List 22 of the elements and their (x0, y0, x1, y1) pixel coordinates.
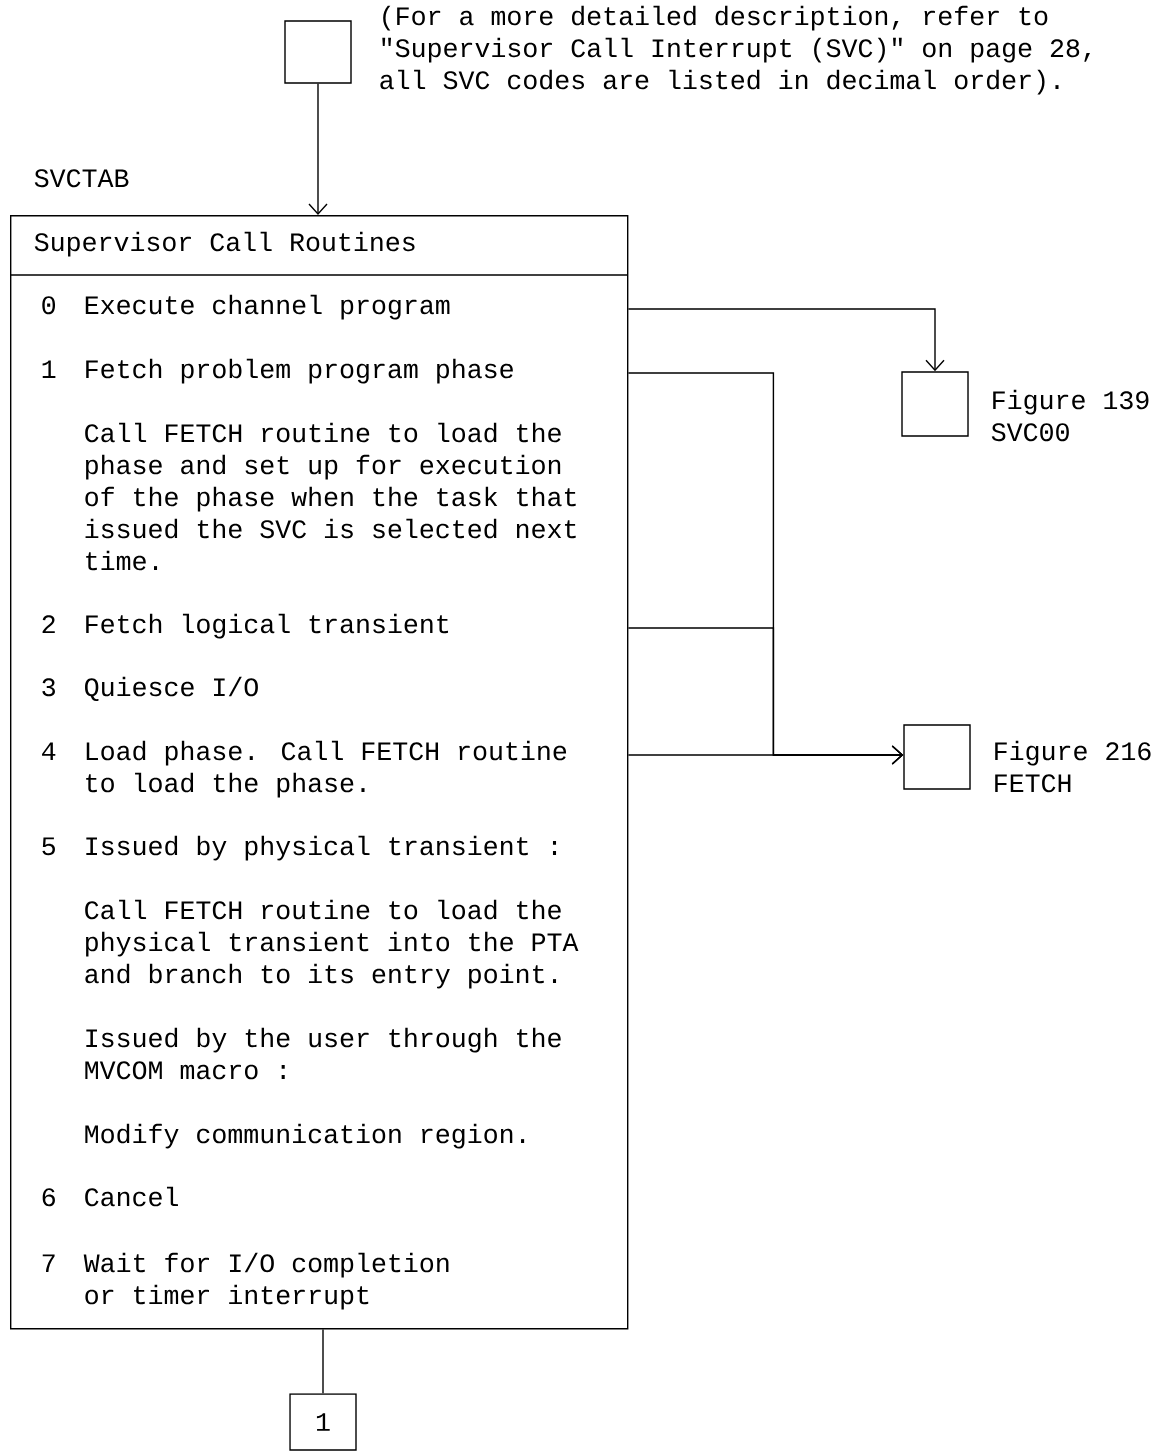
arrow (627, 308, 945, 372)
list-item: 0 Execute channel program (42, 294, 450, 320)
reference-box (903, 724, 971, 790)
figure-reference: Figure 139 (993, 389, 1149, 415)
figure-reference: SVC00 (991, 423, 1069, 442)
note-text: (For a more detailed description, refer to "Supervisor Call Interrupt (SVC)" on page 28, all SVC codes are listed in decimal order). (380, 5, 1090, 95)
list-item: 3 Quiesce I/O (42, 676, 258, 702)
list-item: 4 Load phase. Call FETCH routine to load the phase. (42, 740, 567, 798)
list-item: 7 Wait for I/O completion or timer interrupt (42, 1252, 449, 1310)
list-item: 6 Cancel (42, 1186, 178, 1207)
reference-box (901, 371, 969, 437)
arrow (627, 745, 904, 765)
list-item: 2 Fetch logical transient (42, 613, 448, 639)
connector-line (322, 1328, 324, 1394)
arrow (308, 83, 328, 215)
connector-box: 1 (289, 1393, 357, 1451)
list-item: 1 Fetch problem program phase Call FETCH routine to load the phase and set up for execution of the phase when the task that issued the SVC is selected next time. (42, 358, 576, 571)
reference-box (284, 20, 352, 84)
figure-reference: Figure 216 (995, 740, 1151, 766)
list-item: 5 Issued by physical transient : Call FETCH routine to load the physical transient into the PTA and branch to its entry point. Issued by the user through the MVCOM macro : Modify communication region. (42, 835, 579, 1149)
figure-reference: FETCH (995, 774, 1071, 793)
table-label: SVCTAB (34, 169, 129, 188)
